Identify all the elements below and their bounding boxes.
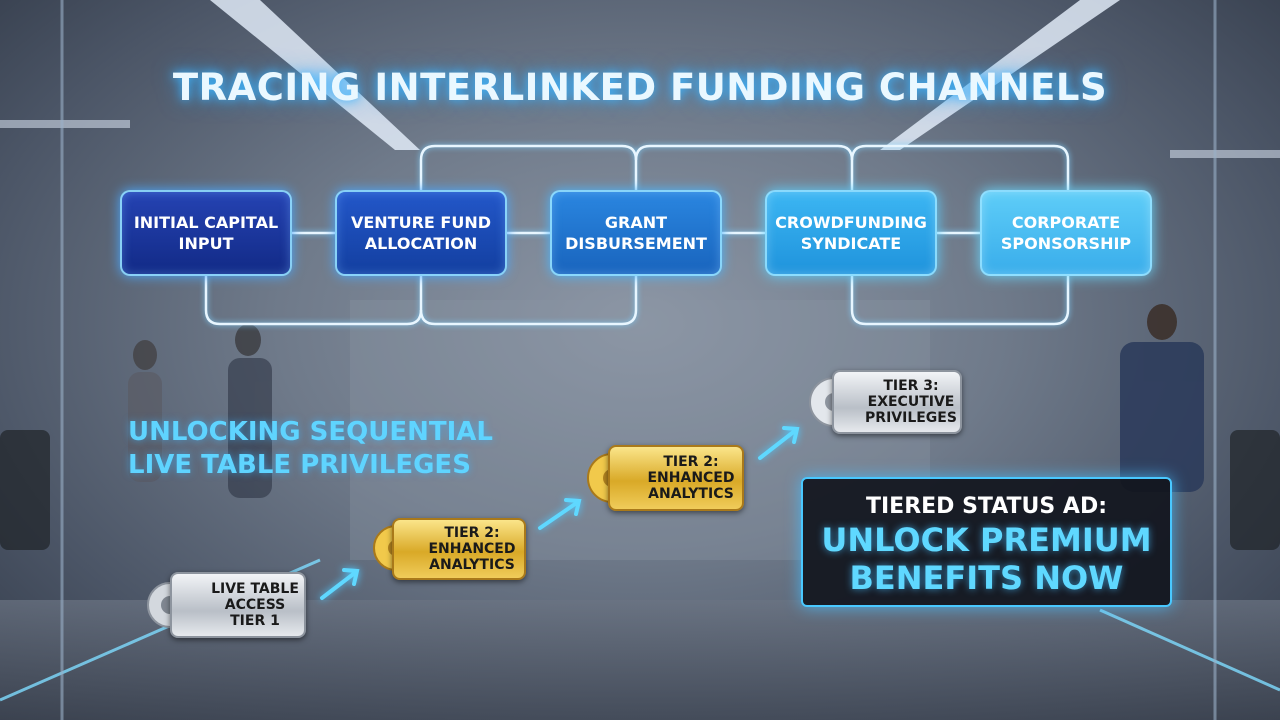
tag-line1: LIVE TABLE — [211, 581, 299, 597]
tier-tag-2: TIER 2: ENHANCED ANALYTICS — [392, 518, 526, 580]
flow-node-initial-capital: INITIAL CAPITAL INPUT — [120, 190, 292, 276]
node-label-line1: INITIAL CAPITAL — [133, 213, 279, 232]
node-label-line2: SPONSORSHIP — [1000, 234, 1132, 253]
node-label-line1: VENTURE FUND — [350, 213, 492, 232]
ad-heading: TIERED STATUS AD: — [865, 494, 1108, 519]
flow-node-venture-fund: VENTURE FUND ALLOCATION — [335, 190, 507, 276]
node-label-line1: GRANT — [604, 213, 668, 232]
node-label-line2: DISBURSEMENT — [565, 234, 707, 253]
flow-node-corporate: CORPORATE SPONSORSHIP — [980, 190, 1152, 276]
ceiling-light-right — [880, 0, 1120, 150]
tag-line3: ANALYTICS — [648, 486, 734, 502]
bottom-loop-a — [204, 276, 423, 326]
top-loop-a — [419, 144, 638, 190]
progression-arrows — [320, 426, 800, 600]
tag-line3: PRIVILEGES — [865, 410, 957, 426]
diagram-title: TRACING INTERLINKED FUNDING CHANNELS — [172, 66, 1108, 109]
flow-node-crowdfunding: CROWDFUNDING SYNDICATE — [765, 190, 937, 276]
side-heading-line1: UNLOCKING SEQUENTIAL — [128, 417, 493, 447]
side-heading: UNLOCKING SEQUENTIAL LIVE TABLE PRIVILEG… — [128, 416, 493, 482]
ad-cta-line1: UNLOCK PREMIUM — [821, 521, 1152, 559]
tag-line2: ENHANCED — [647, 470, 735, 486]
node-label-line2: INPUT — [178, 234, 234, 253]
tag-line2: ACCESS — [224, 597, 286, 613]
node-label-line2: ALLOCATION — [364, 234, 478, 253]
floor — [0, 600, 1280, 720]
ceiling-panel-right — [1170, 150, 1280, 158]
tag-line2: EXECUTIVE — [867, 394, 955, 410]
tier-tag-1: LIVE TABLE ACCESS TIER 1 — [170, 572, 306, 638]
tier-tag-3: TIER 2: ENHANCED ANALYTICS — [608, 445, 744, 511]
bottom-loop-b — [419, 276, 638, 326]
tag-line3: ANALYTICS — [429, 557, 515, 573]
floor-light-right — [1099, 608, 1280, 692]
node-label-line2: SYNDICATE — [800, 234, 902, 253]
side-heading-line2: LIVE TABLE PRIVILEGES — [128, 450, 471, 480]
tag-line1: TIER 2: — [663, 454, 719, 470]
office-chairs — [0, 430, 1280, 550]
tier-tag-4: TIER 3: EXECUTIVE PRIVILEGES — [832, 370, 962, 434]
node-label-line1: CORPORATE — [1011, 213, 1121, 232]
node-label-line1: CROWDFUNDING — [775, 213, 927, 232]
flow-node-grant: GRANT DISBURSEMENT — [550, 190, 722, 276]
arrow-3 — [758, 426, 800, 460]
people-silhouettes-left — [128, 324, 272, 498]
person-silhouette-right — [1120, 304, 1204, 492]
tag-line1: TIER 3: — [883, 378, 939, 394]
tag-line1: TIER 2: — [444, 525, 500, 541]
arrow-1 — [320, 568, 360, 600]
ad-cta-line2: BENEFITS NOW — [849, 559, 1124, 597]
top-loop-c — [850, 144, 1070, 190]
bottom-loop-c — [850, 276, 1070, 326]
tiered-status-ad[interactable]: TIERED STATUS AD: UNLOCK PREMIUM BENEFIT… — [801, 477, 1172, 607]
ceiling-panel — [0, 120, 130, 128]
ceiling-light-left — [210, 0, 420, 150]
flowchart-connectors — [204, 144, 1070, 326]
tag-line3: TIER 1 — [230, 613, 280, 629]
top-loop-b — [634, 144, 854, 190]
tag-line2: ENHANCED — [428, 541, 516, 557]
arrow-2 — [538, 498, 582, 530]
